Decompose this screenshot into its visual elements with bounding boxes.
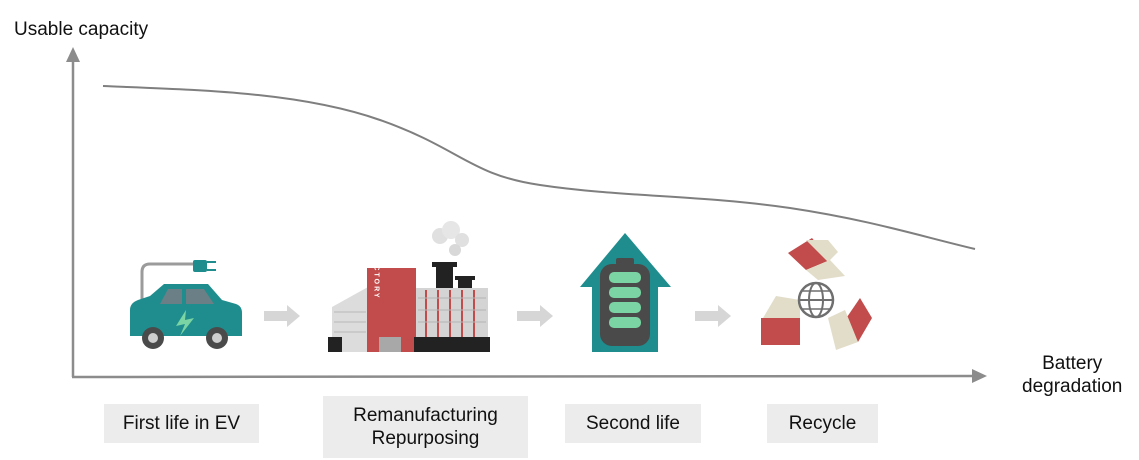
y-axis-arrowhead — [66, 47, 80, 62]
x-axis-title-line1: Battery — [1042, 353, 1103, 374]
stage-label-second-life: Second life — [565, 404, 701, 443]
stage-label-line1: Remanufacturing — [353, 405, 498, 426]
recycle-globe-icon — [761, 238, 872, 350]
flow-arrow-icon — [517, 305, 553, 327]
x-axis-title-line2: degradation — [1022, 376, 1123, 397]
x-axis-title: Battery degradation — [1022, 352, 1122, 398]
stage-label-line2: Repurposing — [371, 428, 480, 449]
y-axis-title: Usable capacity — [14, 19, 149, 40]
axes — [66, 47, 987, 383]
x-axis-arrowhead — [972, 369, 987, 383]
house-battery-icon — [580, 233, 671, 352]
x-axis-line — [71, 374, 977, 379]
stage-label-remanufacturing: Remanufacturing Repurposing — [323, 396, 528, 458]
ev-car-plug-icon — [130, 260, 242, 349]
flow-arrow-icon — [264, 305, 300, 327]
stage-label-first-life: First life in EV — [104, 404, 259, 443]
factory-icon: FACTORY — [328, 221, 490, 352]
factory-sign-text: FACTORY — [373, 252, 380, 299]
stage-label-recycle: Recycle — [767, 404, 878, 443]
capacity-curve — [102, 85, 976, 250]
flow-arrow-icon — [695, 305, 731, 327]
